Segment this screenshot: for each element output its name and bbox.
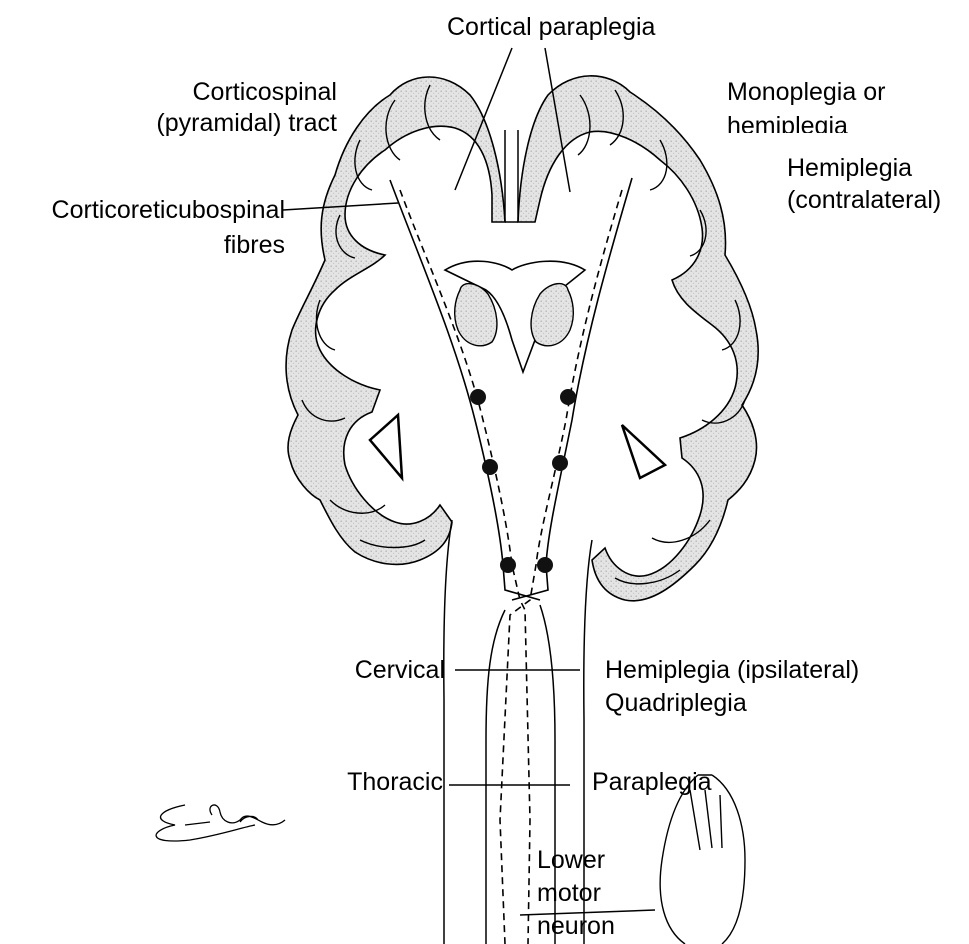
- label-corticoreticulo-line2: fibres: [0, 230, 285, 260]
- label-cortical-paraplegia: Cortical paraplegia: [447, 12, 655, 42]
- right-sylvian: [622, 425, 665, 478]
- label-lmn-line2: motor: [537, 878, 601, 908]
- label-lmn-line3: neuron: [537, 911, 615, 941]
- label-thoracic: Thoracic: [300, 767, 443, 797]
- nucleus-dot: [537, 557, 553, 573]
- signature: [156, 805, 285, 841]
- nucleus-dot: [482, 459, 498, 475]
- label-hemiplegia-ipsilateral: Hemiplegia (ipsilateral): [605, 655, 859, 685]
- muscle-illustration: [660, 775, 745, 944]
- midline-fissure: [505, 130, 518, 222]
- label-corticospinal-line1: Corticospinal: [110, 77, 337, 107]
- nucleus-dot: [500, 557, 516, 573]
- label-lmn-line1: Lower: [537, 845, 605, 875]
- label-monoplegia-line2: hemiplegia: [727, 111, 848, 133]
- label-monoplegia-line1: Monoplegia or: [727, 77, 885, 107]
- nucleus-dot: [470, 389, 486, 405]
- label-hemiplegia-contra-line2: (contralateral): [787, 185, 941, 215]
- nucleus-dot: [560, 389, 576, 405]
- label-cervical: Cervical: [300, 655, 445, 685]
- label-hemiplegia-contra-line1: Hemiplegia: [787, 153, 912, 183]
- label-quadriplegia: Quadriplegia: [605, 688, 747, 718]
- label-corticospinal-line2: (pyramidal) tract: [110, 108, 337, 138]
- left-sylvian: [370, 415, 402, 478]
- nucleus-dot: [552, 455, 568, 471]
- label-corticoreticulo-line1: Corticoreticubospinal: [0, 195, 285, 225]
- label-paraplegia: Paraplegia: [592, 767, 712, 797]
